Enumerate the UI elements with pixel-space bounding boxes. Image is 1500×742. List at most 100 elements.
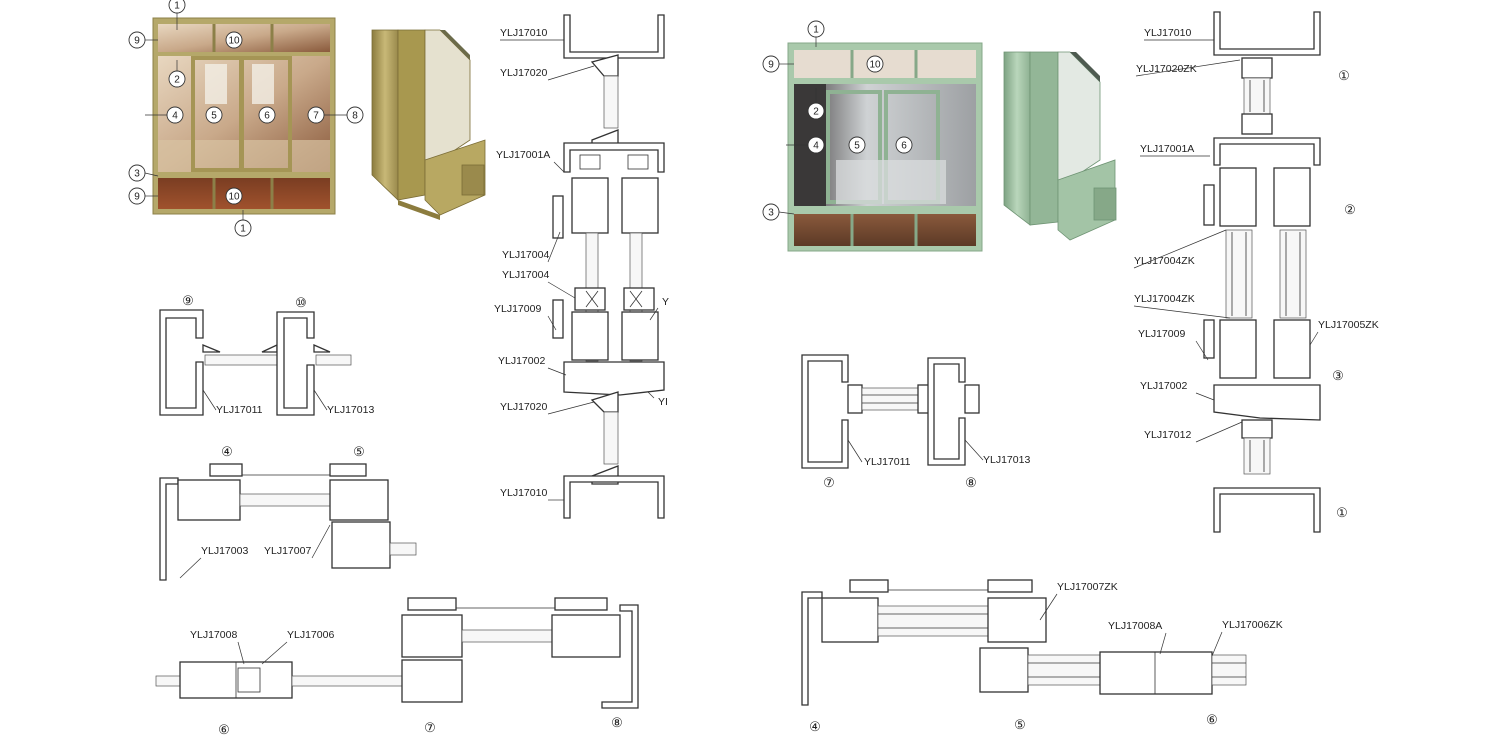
profile-code-label: YLJ17009 [1138,328,1185,340]
left-vertical-section [552,14,665,519]
profile-code-label: YLJ17009 [494,303,541,315]
profile-code-label: YLJ17003 [201,545,248,557]
label-leader [202,389,217,411]
label-leader [547,65,595,81]
callout-circle [258,106,276,124]
label-leader [1159,632,1167,655]
left-transom-glass [158,24,330,52]
left-detail-9-10 [159,309,352,416]
callout-number: 9 [134,36,140,47]
profile-code-label: YLJ17011 [864,456,911,468]
section-marker: ⑦ [823,475,835,490]
callout-number: 3 [134,169,140,180]
label-leader [1195,392,1215,401]
callout-circle [346,106,364,124]
callout-circle [205,106,223,124]
callout-circle [848,136,866,154]
label-leader [647,391,655,399]
label-leader [1135,59,1241,77]
right-vertical-section [1203,11,1321,533]
left-detail-4-5 [159,463,417,581]
label-leader [1309,331,1319,346]
callout-number: 10 [228,36,240,47]
callout-circle [895,136,913,154]
profile-code-label: YLJ17007 [264,545,311,557]
callout-leader [778,211,795,215]
section-marker: ⑦ [424,720,436,735]
profile-code-label: YLJ17010 [1144,27,1191,39]
callout-number: 10 [869,60,881,71]
profile-code-label: YLJ17020 [500,67,547,79]
left-corner-profile-3d [371,29,486,220]
label-leader [547,367,567,376]
section-marker: ① [1338,68,1350,83]
profile-code-label: YLJ17012 [1144,429,1191,441]
callout-number: 10 [228,192,240,203]
section-marker: ⑨ [182,293,194,308]
label-leader [237,641,245,665]
right-detail-7-8 [801,354,980,469]
label-leader [553,161,565,173]
callout-circle [866,55,884,73]
callout-number: 5 [854,141,860,152]
label-leader [1039,593,1058,621]
profile-code-label: YLJ17008 [190,629,237,641]
callout-circle [166,106,184,124]
section-marker: ⑩ [295,295,307,310]
section-marker: ④ [809,719,821,734]
profile-code-label: YLJ17006ZK [1222,619,1283,631]
right-detail-4-5-6 [801,579,1247,706]
profile-code-label: YLJ17002 [1140,380,1187,392]
callout-number: 6 [901,141,907,152]
label-leader [547,231,561,263]
left-vertical-section-labels: YLJ17010YLJ17020YLJ17001AYLJ17004YLJ1700… [494,27,669,501]
left-window-elevation [152,17,336,215]
label-leader [649,307,659,321]
label-leader [179,557,202,579]
label-leader [1211,631,1223,657]
callout-number: 2 [174,75,180,86]
profile-code-label: YLJ17004 [502,269,549,281]
profile-code-label: YLJ17004ZK [1134,255,1195,267]
left-detail-6-7-8 [155,597,639,709]
callout-circle [807,102,825,120]
callout-number: 8 [352,111,358,122]
callout-number: 9 [134,192,140,203]
label-leader [311,524,331,559]
label-leader [1195,340,1209,361]
profile-code-label: YLJ17002 [498,355,545,367]
section-marker: ③ [1332,368,1344,383]
label-leader [1133,229,1227,269]
left-lower-panel [158,178,330,209]
profile-code-label: YLJ17001A [1140,143,1194,155]
right-vertical-section-labels: YLJ17010YLJ17020ZKYLJ17001AYLJ17004ZKYLJ… [1133,27,1379,520]
callout-number: 4 [172,111,178,122]
profile-code-label: YLJ17006 [287,629,334,641]
section-marker: ⑧ [611,715,623,730]
callout-circle [168,70,186,88]
callout-number: 7 [313,111,319,122]
label-leader [313,389,328,411]
label-leader [1195,421,1243,443]
callout-circle [225,31,243,49]
right-lower-panel [794,214,976,246]
profile-code-label: YLJ17020 [500,401,547,413]
callout-number: 6 [264,111,270,122]
callout-number: 1 [174,1,180,12]
profile-code-label: YLJ17001A [496,149,550,161]
callout-circle [128,164,146,182]
callout-circle [168,0,186,14]
section-marker: ⑥ [1206,712,1218,727]
callout-number: 4 [813,141,819,152]
section-marker: ⑧ [965,475,977,490]
section-marker: ⑤ [1014,717,1026,732]
profile-code-label: YLJ17005ZK [1318,319,1379,331]
right-corner-profile-3d [1003,51,1117,241]
label-leader [964,439,984,461]
